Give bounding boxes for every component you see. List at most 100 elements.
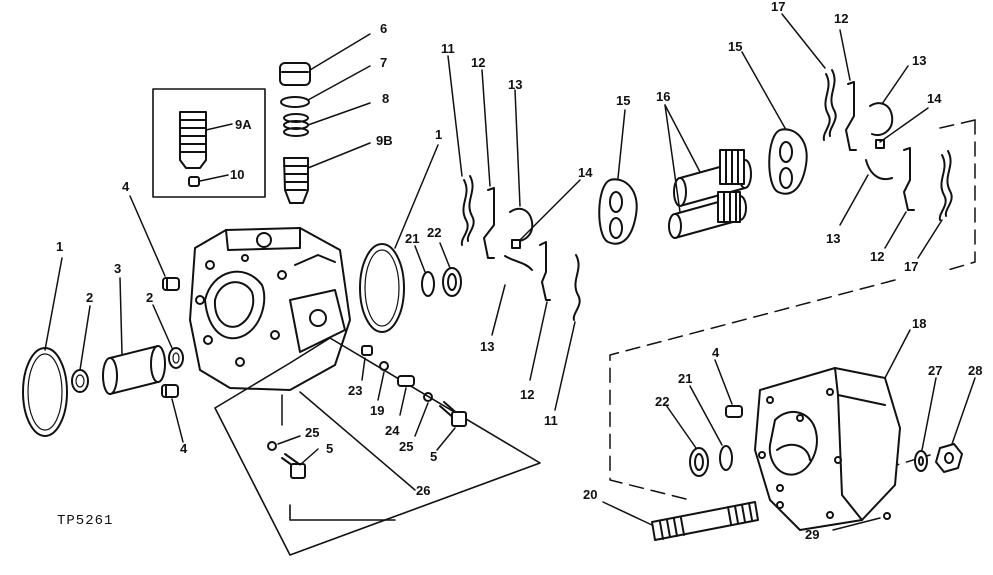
callout-23: 23 [348, 383, 363, 398]
front-housing [189, 227, 351, 426]
plug-cap [279, 62, 311, 86]
callout-2-left: 2 [86, 290, 94, 305]
gasket-11-top [460, 175, 475, 246]
oring-1-left-inner [27, 353, 63, 431]
leaders-gears [617, 51, 786, 213]
callout-13-a: 13 [508, 77, 523, 92]
snap-ring-2-right [168, 347, 184, 369]
fasteners-panel [214, 337, 541, 556]
spring-8 [283, 113, 309, 137]
callout-26: 26 [416, 483, 431, 498]
callout-1-left: 1 [56, 239, 64, 254]
callout-18: 18 [912, 316, 927, 331]
callout-3: 3 [114, 261, 122, 276]
bolt-5-right [439, 401, 467, 427]
callout-20: 20 [583, 487, 598, 502]
callout-5-right: 5 [430, 449, 438, 464]
callout-17-top: 17 [771, 0, 786, 14]
figure-id: TP5261 [57, 513, 114, 529]
callout-24: 24 [385, 423, 400, 438]
callout-4-bottom: 4 [180, 441, 188, 456]
callout-22-bottom: 22 [655, 394, 670, 409]
valve-9a [179, 111, 207, 169]
callout-25-right: 25 [399, 439, 414, 454]
nut-28 [935, 443, 963, 473]
pin-29 [883, 512, 891, 520]
wear-plate-15-left [598, 178, 638, 245]
key-14 [511, 239, 521, 249]
plate-12-top-right [845, 81, 857, 151]
washer-25-right [423, 392, 433, 402]
part-10 [188, 176, 200, 187]
leaders-left [44, 195, 184, 443]
valve-9b [283, 157, 309, 204]
dowel-4-rear [725, 405, 743, 418]
callout-7: 7 [380, 55, 388, 70]
callout-14-a: 14 [578, 165, 593, 180]
plate-12-bottom-right [903, 147, 915, 211]
oring-1-right [359, 243, 405, 333]
stud-20 [651, 501, 759, 541]
dowel-4-bottom [161, 384, 179, 398]
seal-22-bottom [689, 447, 709, 477]
callout-11-bottom: 11 [544, 413, 558, 428]
callout-12-d: 12 [870, 249, 885, 264]
callout-12-c: 12 [834, 11, 849, 26]
callout-9b: 9B [376, 133, 393, 148]
callout-14-b: 14 [927, 91, 942, 106]
callout-5-left: 5 [326, 441, 334, 456]
callout-9a: 9A [235, 117, 252, 132]
washer-25-left [267, 441, 277, 451]
wear-plate-15-right [768, 128, 808, 195]
callout-28: 28 [968, 363, 983, 378]
key-14-right [875, 139, 885, 149]
pin-24 [397, 375, 415, 387]
washer-27 [914, 450, 928, 472]
seal-22-top [442, 267, 462, 297]
callout-21-top: 21 [405, 231, 420, 246]
callout-12-a: 12 [471, 55, 486, 70]
ring-21-top [421, 271, 435, 297]
inset-box [152, 88, 266, 198]
gear-set-16 [668, 149, 752, 239]
callout-2-right: 2 [146, 290, 154, 305]
callout-12-b: 12 [520, 387, 535, 402]
callout-10: 10 [230, 167, 245, 182]
callout-27: 27 [928, 363, 943, 378]
callout-6: 6 [380, 21, 388, 36]
bolt-5-left [281, 453, 306, 479]
callout-22-top: 22 [427, 225, 442, 240]
callout-13-b: 13 [480, 339, 495, 354]
callout-15-right: 15 [728, 39, 743, 54]
callout-11-top: 11 [441, 41, 455, 56]
gasket-11-bottom [572, 254, 581, 321]
dowel-4-top [162, 277, 180, 291]
callout-8: 8 [382, 91, 390, 106]
callout-16: 16 [656, 89, 671, 104]
plate-12-top [483, 187, 495, 259]
oring-1-left [22, 347, 68, 437]
pin-23 [361, 345, 373, 356]
plate-13-top-right [869, 102, 894, 136]
callout-25-left: 25 [305, 425, 320, 440]
callout-29: 29 [805, 527, 820, 542]
leaders-fasteners [277, 357, 456, 491]
callout-21-bottom: 21 [678, 371, 693, 386]
callout-13-d: 13 [826, 231, 841, 246]
callout-19: 19 [370, 403, 385, 418]
callout-15-left: 15 [616, 93, 631, 108]
rear-housing-18 [754, 367, 901, 531]
gasket-17-bottom [938, 150, 953, 221]
plate-13-bottom-right [865, 159, 893, 180]
oring-7 [280, 96, 310, 108]
ring-21-bottom [719, 445, 733, 471]
callout-17-bottom: 17 [904, 259, 919, 274]
callout-1-right: 1 [435, 127, 443, 142]
leaders-plates-mid [447, 55, 581, 411]
oring-1-right-inner [364, 249, 400, 327]
leaders-rear-plates [781, 13, 943, 259]
callout-4-rear: 4 [712, 345, 720, 360]
callout-13-c: 13 [912, 53, 927, 68]
